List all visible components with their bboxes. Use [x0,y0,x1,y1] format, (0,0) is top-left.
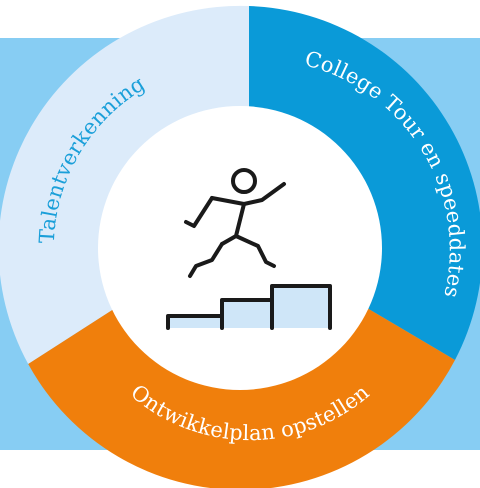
climber-figure-icon [184,168,286,278]
stairs-icon [166,284,332,330]
segment-ontwikkelplan [28,298,455,488]
center-disc [98,106,382,390]
person-climbing-stairs-icon [166,168,332,330]
